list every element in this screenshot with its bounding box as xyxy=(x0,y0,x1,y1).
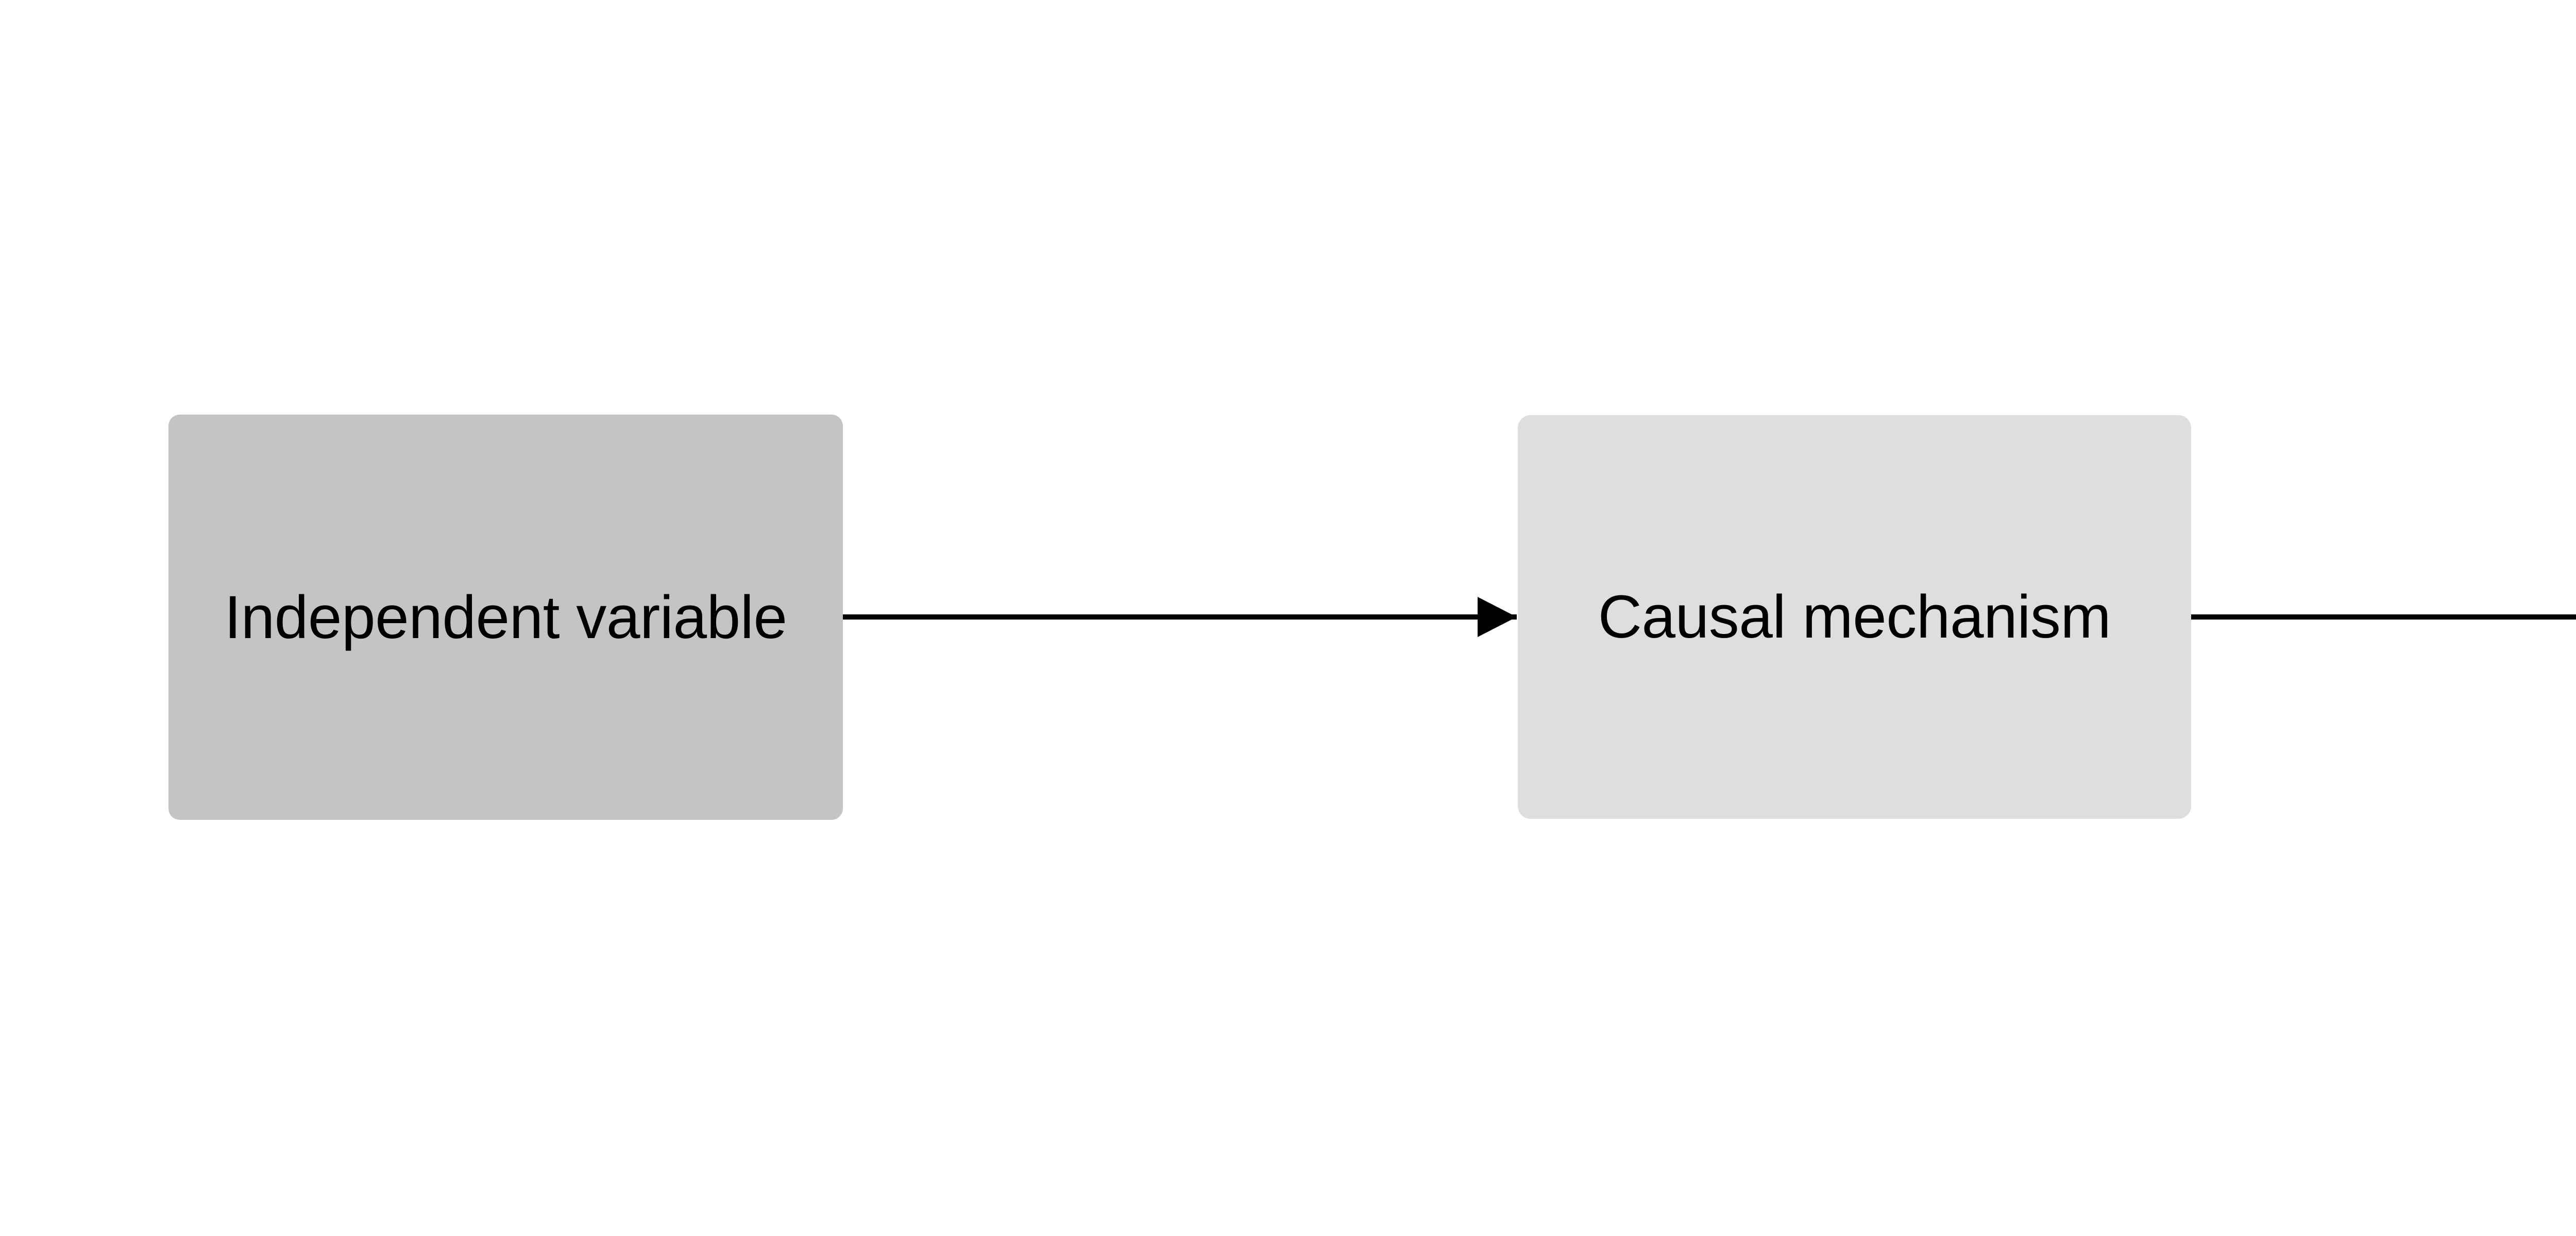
node-causal-mechanism-label: Causal mechanism xyxy=(1598,583,2111,651)
node-independent-variable-label: Independent variable xyxy=(224,583,787,651)
node-independent-variable[interactable]: Independent variable xyxy=(168,415,843,820)
node-causal-mechanism[interactable]: Causal mechanism xyxy=(1518,415,2191,819)
